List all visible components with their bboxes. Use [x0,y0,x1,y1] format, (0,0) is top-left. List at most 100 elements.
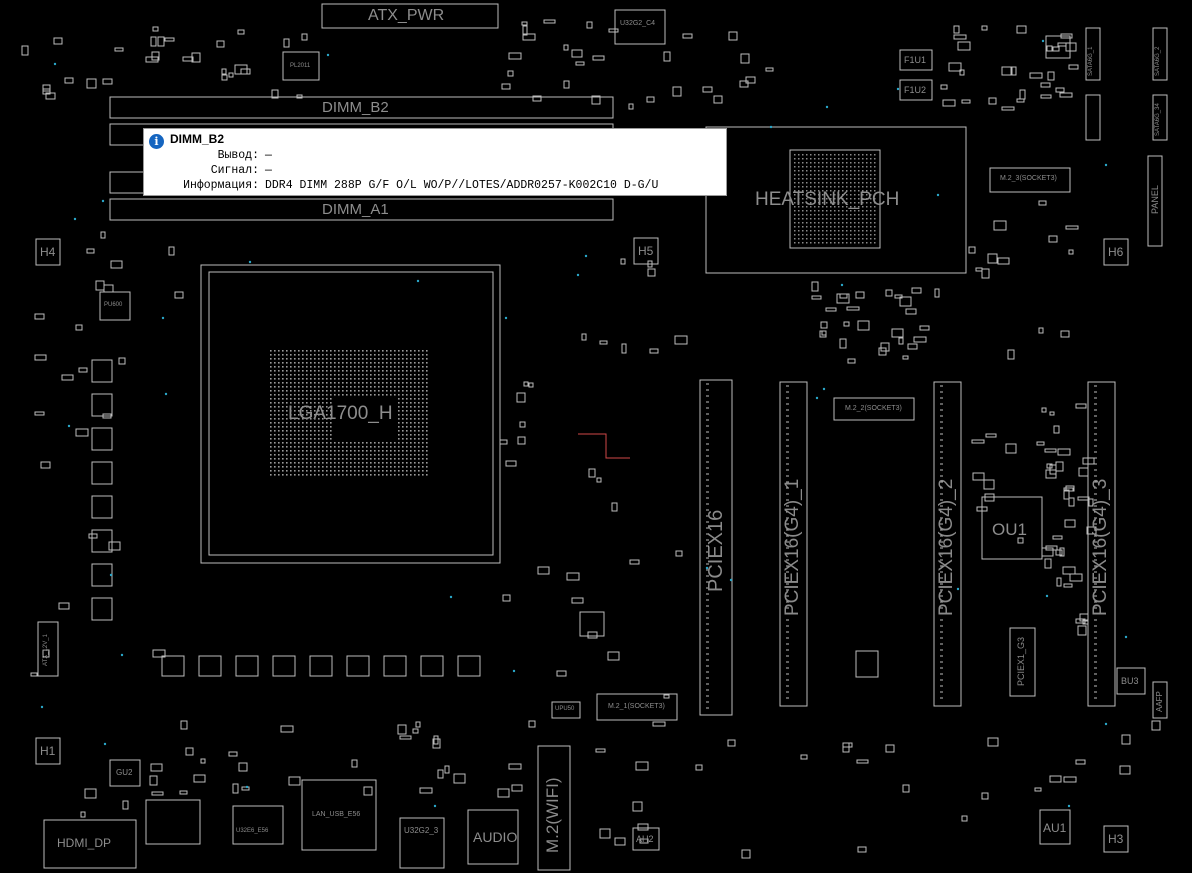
smd-component[interactable] [695,764,703,771]
smd-component[interactable] [839,338,847,349]
smd-component[interactable] [959,69,965,76]
smd-component[interactable] [102,413,112,419]
smd-component[interactable] [221,74,228,81]
smd-component[interactable] [40,461,51,469]
smd-component[interactable] [987,737,999,747]
smd-component[interactable] [1064,519,1076,528]
smd-component[interactable] [1056,577,1062,587]
smd-component[interactable] [1001,66,1013,76]
smd-component[interactable] [940,84,948,90]
smd-component[interactable] [1119,765,1131,775]
smd-component[interactable] [80,811,86,818]
smd-component[interactable] [595,748,606,753]
smd-component[interactable] [42,649,50,658]
smd-component[interactable] [713,95,723,104]
smd-component[interactable] [855,291,865,299]
smd-component[interactable] [825,307,837,312]
vrm-choke[interactable] [91,597,113,621]
vrm-choke[interactable] [457,655,481,677]
smd-component[interactable] [1062,566,1076,575]
smd-component[interactable] [880,342,890,352]
smd-component[interactable] [34,313,45,320]
smd-component[interactable] [1057,42,1067,47]
smd-component[interactable] [1049,411,1055,416]
smd-component[interactable] [516,392,526,403]
smd-component[interactable] [152,26,159,32]
smd-component[interactable] [397,724,407,735]
smd-component[interactable] [596,477,602,483]
smd-component[interactable] [58,602,70,610]
smd-component[interactable] [271,89,279,99]
smd-component[interactable] [1001,106,1015,111]
vrm-choke[interactable] [235,655,259,677]
smd-component[interactable] [110,260,123,269]
smd-component[interactable] [993,220,1007,231]
smd-component[interactable] [1068,249,1074,255]
smd-component[interactable] [1121,734,1131,745]
smd-component[interactable] [1063,583,1073,588]
smd-component[interactable] [957,41,971,51]
vrm-choke[interactable] [309,655,333,677]
vrm-choke[interactable] [383,655,407,677]
smd-component[interactable] [972,472,985,481]
smd-component[interactable] [975,267,983,272]
smd-component[interactable] [1068,497,1075,507]
smd-component[interactable] [86,78,97,89]
smd-component[interactable] [502,594,511,602]
smd-component[interactable] [891,328,904,338]
smd-component[interactable] [283,38,290,48]
smd-component[interactable] [1082,457,1095,465]
vrm-choke[interactable] [91,393,113,417]
smd-component[interactable] [505,460,517,467]
smd-component[interactable] [497,788,510,798]
smd-component[interactable] [34,354,47,361]
smd-component[interactable] [1151,720,1161,731]
smd-component[interactable] [811,295,822,300]
smd-component[interactable] [240,68,251,75]
smd-component[interactable] [1007,349,1015,360]
smd-component[interactable] [629,559,640,565]
smd-component[interactable] [444,765,450,774]
smd-component[interactable] [1053,425,1060,434]
smd-component[interactable] [1016,25,1027,34]
smd-component[interactable] [528,382,534,388]
smd-component[interactable] [102,78,113,85]
smd-component[interactable] [628,103,634,110]
smd-component[interactable] [61,374,74,381]
smd-component[interactable] [34,411,45,416]
vrm-choke[interactable] [91,359,113,383]
smd-component[interactable] [537,566,550,575]
smd-component[interactable] [522,25,528,36]
smd-component[interactable] [635,761,649,771]
smd-component[interactable] [842,742,850,753]
smd-component[interactable] [84,788,97,799]
smd-component[interactable] [238,762,248,772]
smd-component[interactable] [179,790,188,795]
vrm-choke[interactable] [91,461,113,485]
smd-component[interactable] [846,306,860,311]
vrm-choke[interactable] [91,563,113,587]
smd-component[interactable] [432,738,441,749]
smd-component[interactable] [885,289,893,297]
smd-component[interactable] [296,94,303,99]
smd-component[interactable] [820,321,828,329]
smd-component[interactable] [180,720,188,730]
smd-component[interactable] [1052,46,1060,52]
smd-component[interactable] [522,33,536,41]
smd-component[interactable] [1041,407,1047,413]
smd-component[interactable] [519,421,526,428]
smd-component[interactable] [532,95,542,102]
smd-component[interactable] [571,49,583,58]
smd-component[interactable] [898,337,904,345]
smd-component[interactable] [983,479,995,490]
vrm-choke[interactable] [346,655,370,677]
smd-component[interactable] [765,67,774,72]
smd-component[interactable] [1019,89,1026,100]
smd-component[interactable] [745,76,756,84]
smd-component[interactable] [1059,92,1073,98]
smd-component[interactable] [566,572,580,581]
smd-component[interactable] [682,33,693,39]
vrm-choke[interactable] [420,655,444,677]
smd-component[interactable] [511,784,523,792]
smd-component[interactable] [953,25,960,34]
